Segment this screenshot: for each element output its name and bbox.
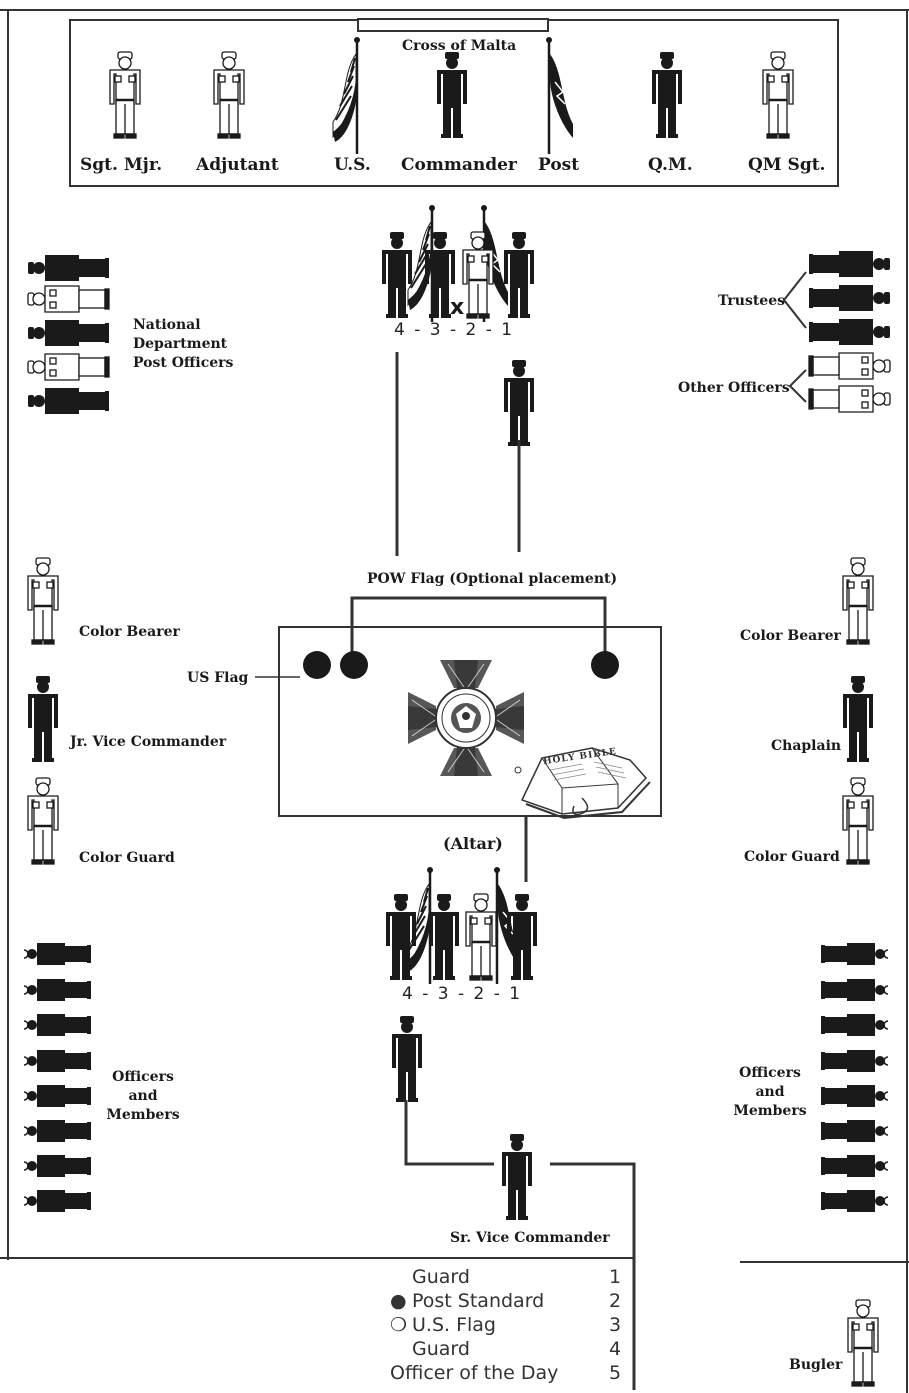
left-color-bearer-label: Color Bearer (79, 624, 180, 640)
altar-box (278, 626, 662, 817)
cross-of-malta-label: Cross of Malta (402, 38, 517, 54)
legend-number: 4 (609, 1338, 622, 1360)
legend-label: Guard (412, 1266, 470, 1288)
sr-vice-commander-label: Sr. Vice Commander (450, 1230, 610, 1246)
adjutant-label: Adjutant (196, 155, 279, 175)
legend-number: 1 (609, 1266, 622, 1288)
legend-row: ❍U.S. Flag (390, 1314, 496, 1336)
legend-symbol: ● (390, 1290, 407, 1312)
position-x-marker: x (450, 295, 465, 320)
us-label: U.S. (334, 155, 371, 175)
bottom-guard-numbers: 4 - 3 - 2 - 1 (402, 984, 523, 1004)
national-officers-label: National Department Post Officers (133, 317, 234, 371)
pow-flag-marker-right (591, 651, 619, 679)
altar-label: (Altar) (443, 834, 503, 853)
legend-label: U.S. Flag (412, 1314, 496, 1336)
right-color-guard-label: Color Guard (744, 849, 840, 865)
pow-flag-label: POW Flag (Optional placement) (367, 571, 618, 587)
right-officers-members-label: Officers and Members (733, 1065, 807, 1119)
pow-flag-marker-left (340, 651, 368, 679)
legend-label: Guard (412, 1338, 470, 1360)
qm-label: Q.M. (648, 155, 693, 175)
legend-label: Officer of the Day (390, 1362, 559, 1384)
legend-number: 5 (609, 1362, 622, 1384)
commander-label: Commander (401, 155, 517, 175)
top-guard-numbers: 4 - 3 - 2 - 1 (394, 320, 515, 340)
legend-row: Guard (390, 1266, 470, 1288)
legend-row: Guard (390, 1338, 470, 1360)
chaplain-label: Chaplain (771, 738, 842, 754)
post-label: Post (538, 155, 580, 175)
other-officers-label: Other Officers (678, 380, 790, 396)
legend-label: Post Standard (412, 1290, 545, 1312)
legend-number: 2 (609, 1290, 622, 1312)
bugler-label: Bugler (789, 1357, 843, 1373)
cross-of-malta-marker (357, 18, 549, 32)
sgt-major-label: Sgt. Mjr. (80, 155, 163, 175)
right-color-bearer-label: Color Bearer (740, 628, 841, 644)
us-flag-label: US Flag (187, 670, 249, 686)
us-flag-marker (303, 651, 331, 679)
left-color-guard-label: Color Guard (79, 850, 175, 866)
legend-number: 3 (609, 1314, 622, 1336)
legend-symbol: ❍ (390, 1314, 408, 1336)
qm-sgt-label: QM Sgt. (748, 155, 826, 175)
holy-bible-icon (520, 747, 651, 820)
trustees-label: Trustees (718, 293, 785, 309)
legend-row: ●Post Standard (390, 1290, 544, 1312)
jr-vice-commander-label: Jr. Vice Commander (70, 734, 227, 750)
left-officers-members-label: Officers and Members (106, 1069, 180, 1123)
vfw-cross-emblem (408, 660, 524, 776)
legend-row: Officer of the Day (390, 1362, 558, 1384)
